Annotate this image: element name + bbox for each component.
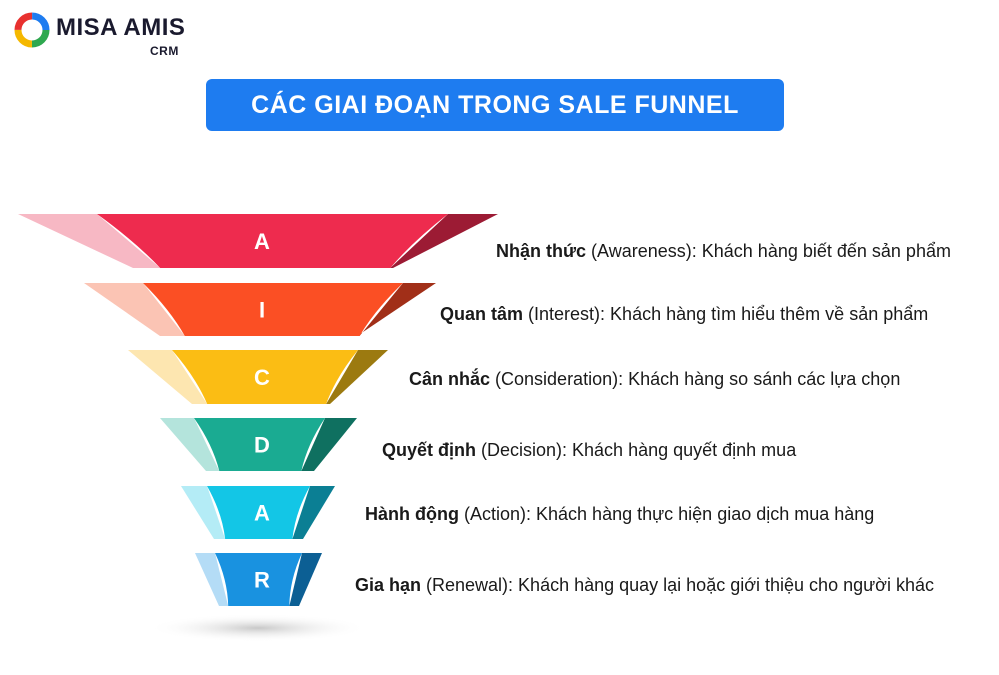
funnel-segment-main (172, 350, 358, 404)
funnel-segment-dark (326, 350, 388, 404)
stage-name: Hành động (365, 504, 459, 524)
funnel-segment-main (194, 418, 325, 471)
funnel-segment-light (195, 553, 229, 606)
stage-english-name: (Action) (458, 504, 527, 524)
stage-letter: D (254, 433, 270, 458)
funnel-segment-dark (301, 418, 357, 471)
stage-description: Gia hạn (Renewal): Khách hàng quay lại h… (355, 575, 934, 596)
brand-logo: MISA AMIS CRM (14, 10, 194, 58)
brand-product: CRM (150, 44, 179, 58)
stage-detail: : Khách hàng quyết định mua (562, 440, 797, 460)
stage-letter: R (254, 568, 270, 593)
funnel-segment-dark (292, 486, 335, 539)
funnel-layer-4: D (160, 418, 357, 471)
funnel-segment-dark (289, 553, 322, 606)
stage-name: Quan tâm (440, 304, 524, 324)
stage-description: Quyết định (Decision): Khách hàng quyết … (382, 440, 796, 461)
misa-logo-icon (14, 12, 50, 48)
funnel-segment-light (160, 418, 220, 471)
stage-description: Quan tâm (Interest): Khách hàng tìm hiểu… (440, 304, 928, 325)
stage-english-name: (Interest) (523, 304, 601, 324)
stage-name: Cân nhắc (409, 369, 491, 389)
funnel-layer-5: A (181, 486, 335, 539)
funnel-shadow (148, 614, 368, 642)
stage-detail: : Khách hàng quay lại hoặc giới thiệu ch… (508, 575, 934, 595)
title-banner: CÁC GIAI ĐOẠN TRONG SALE FUNNEL (206, 79, 784, 131)
stage-letter: A (254, 229, 270, 254)
stage-name: Nhận thức (496, 241, 587, 261)
stage-detail: : Khách hàng so sánh các lựa chọn (618, 369, 901, 389)
stage-letter: A (254, 501, 270, 526)
stage-letter: C (254, 365, 270, 390)
stage-english-name: (Consideration) (490, 369, 619, 389)
funnel-segment-main (215, 553, 302, 606)
funnel-segment-light (181, 486, 226, 539)
stage-detail: : Khách hàng biết đến sản phẩm (691, 241, 951, 261)
funnel-segment-main (143, 283, 403, 336)
stage-description: Cân nhắc (Consideration): Khách hàng so … (409, 369, 900, 390)
stage-letter: I (259, 298, 265, 323)
funnel-layer-2: I (84, 283, 436, 336)
funnel-layer-6: R (195, 553, 322, 606)
stage-english-name: (Awareness) (586, 241, 692, 261)
brand-name: MISA AMIS (56, 14, 186, 41)
funnel-layer-1: A (18, 214, 498, 268)
stage-name: Gia hạn (355, 575, 422, 595)
funnel-segment-main (207, 486, 310, 539)
funnel-layer-3: C (128, 350, 388, 404)
funnel-segment-light (18, 214, 161, 268)
funnel-segment-main (97, 214, 448, 268)
stage-description: Hành động (Action): Khách hàng thực hiện… (365, 504, 874, 525)
stage-detail: : Khách hàng tìm hiểu thêm về sản phẩm (600, 304, 929, 324)
page-title: CÁC GIAI ĐOẠN TRONG SALE FUNNEL (251, 90, 739, 119)
funnel-segment-dark (390, 214, 498, 268)
stage-name: Quyết định (382, 440, 476, 460)
stage-english-name: (Renewal) (421, 575, 509, 595)
funnel-segment-light (128, 350, 208, 404)
stage-english-name: (Decision) (476, 440, 563, 460)
stage-description: Nhận thức (Awareness): Khách hàng biết đ… (496, 241, 951, 262)
funnel-segment-light (84, 283, 185, 336)
funnel-segment-dark (357, 283, 436, 336)
stage-detail: : Khách hàng thực hiện giao dịch mua hàn… (526, 504, 875, 524)
